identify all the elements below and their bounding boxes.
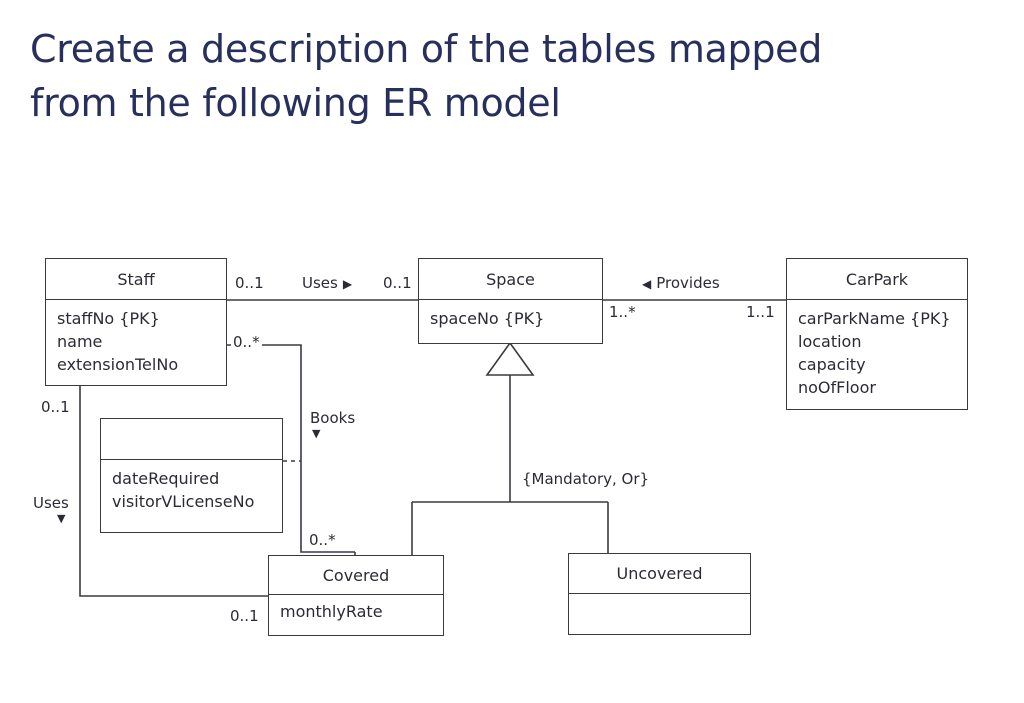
attribute-item: name [57,332,103,351]
attribute-item: dateRequired [112,469,220,488]
multiplicity-staff-uses: 0..1 [233,274,266,292]
entity-box-staff[interactable]: Staff staffNo {PK} name extensionTelNo [45,258,227,386]
association-class-attributes: dateRequired visitorVLicenseNo [101,460,282,532]
entity-box-carpark[interactable]: CarPark carParkName {PK} location capaci… [786,258,968,410]
association-class-title [101,419,282,460]
relationship-label-uses-staff-space: Uses ▶ [300,274,355,292]
entity-box-space[interactable]: Space spaceNo {PK} [418,258,603,344]
attribute-item: visitorVLicenseNo [112,492,255,511]
page-title: Create a description of the tables mappe… [30,27,823,125]
multiplicity-staff-uses-bottom: 0..1 [39,398,72,416]
entity-title-covered: Covered [269,556,443,595]
entity-attributes-space: spaceNo {PK} [419,300,602,343]
relationship-name: Provides [656,274,720,292]
connector-uses-staff-covered [79,386,268,597]
generalization-constraint-label: {Mandatory, Or} [522,470,650,488]
uses-direction-arrow-icon: ▼ [57,512,66,525]
entity-title-uncovered: Uncovered [569,554,750,594]
multiplicity-space-provides: 1..* [607,303,638,321]
attribute-item: monthlyRate [280,602,383,621]
relationship-name: Uses [33,494,69,512]
generalization-triangle [485,341,535,376]
association-class-box-books[interactable]: dateRequired visitorVLicenseNo [100,418,283,533]
relationship-label-books: Books [308,409,357,427]
attribute-item: staffNo {PK} [57,309,160,328]
relationship-name: Books [310,409,356,427]
books-direction-arrow-icon: ▼ [312,427,321,440]
entity-title-carpark: CarPark [787,259,967,300]
relationship-label-uses-staff-covered: Uses [31,494,71,512]
attribute-item: carParkName {PK} [798,309,951,328]
entity-attributes-carpark: carParkName {PK} location capacity noOfF… [787,300,967,409]
attribute-item: extensionTelNo [57,355,179,374]
connector-books [227,344,355,553]
attribute-item: noOfFloor [798,378,876,397]
direction-arrow-icon: ◀ [642,277,652,291]
entity-attributes-uncovered [569,594,750,634]
relationship-label-provides: ◀ Provides [640,274,722,292]
attribute-item: capacity [798,355,866,374]
entity-title-staff: Staff [46,259,226,300]
multiplicity-books-covered: 0..* [307,531,338,549]
attribute-item: location [798,332,862,351]
relationship-name: Uses [302,274,338,292]
entity-box-covered[interactable]: Covered monthlyRate [268,555,444,636]
entity-attributes-staff: staffNo {PK} name extensionTelNo [46,300,226,385]
direction-arrow-icon: ▶ [342,277,353,291]
multiplicity-covered-uses: 0..1 [228,607,261,625]
multiplicity-space-uses: 0..1 [381,274,414,292]
attribute-item: spaceNo {PK} [430,309,545,328]
entity-box-uncovered[interactable]: Uncovered [568,553,751,635]
multiplicity-staff-books: 0..* [231,333,262,351]
multiplicity-carpark-provides: 1..1 [744,303,777,321]
entity-attributes-covered: monthlyRate [269,595,443,635]
entity-title-space: Space [419,259,602,300]
